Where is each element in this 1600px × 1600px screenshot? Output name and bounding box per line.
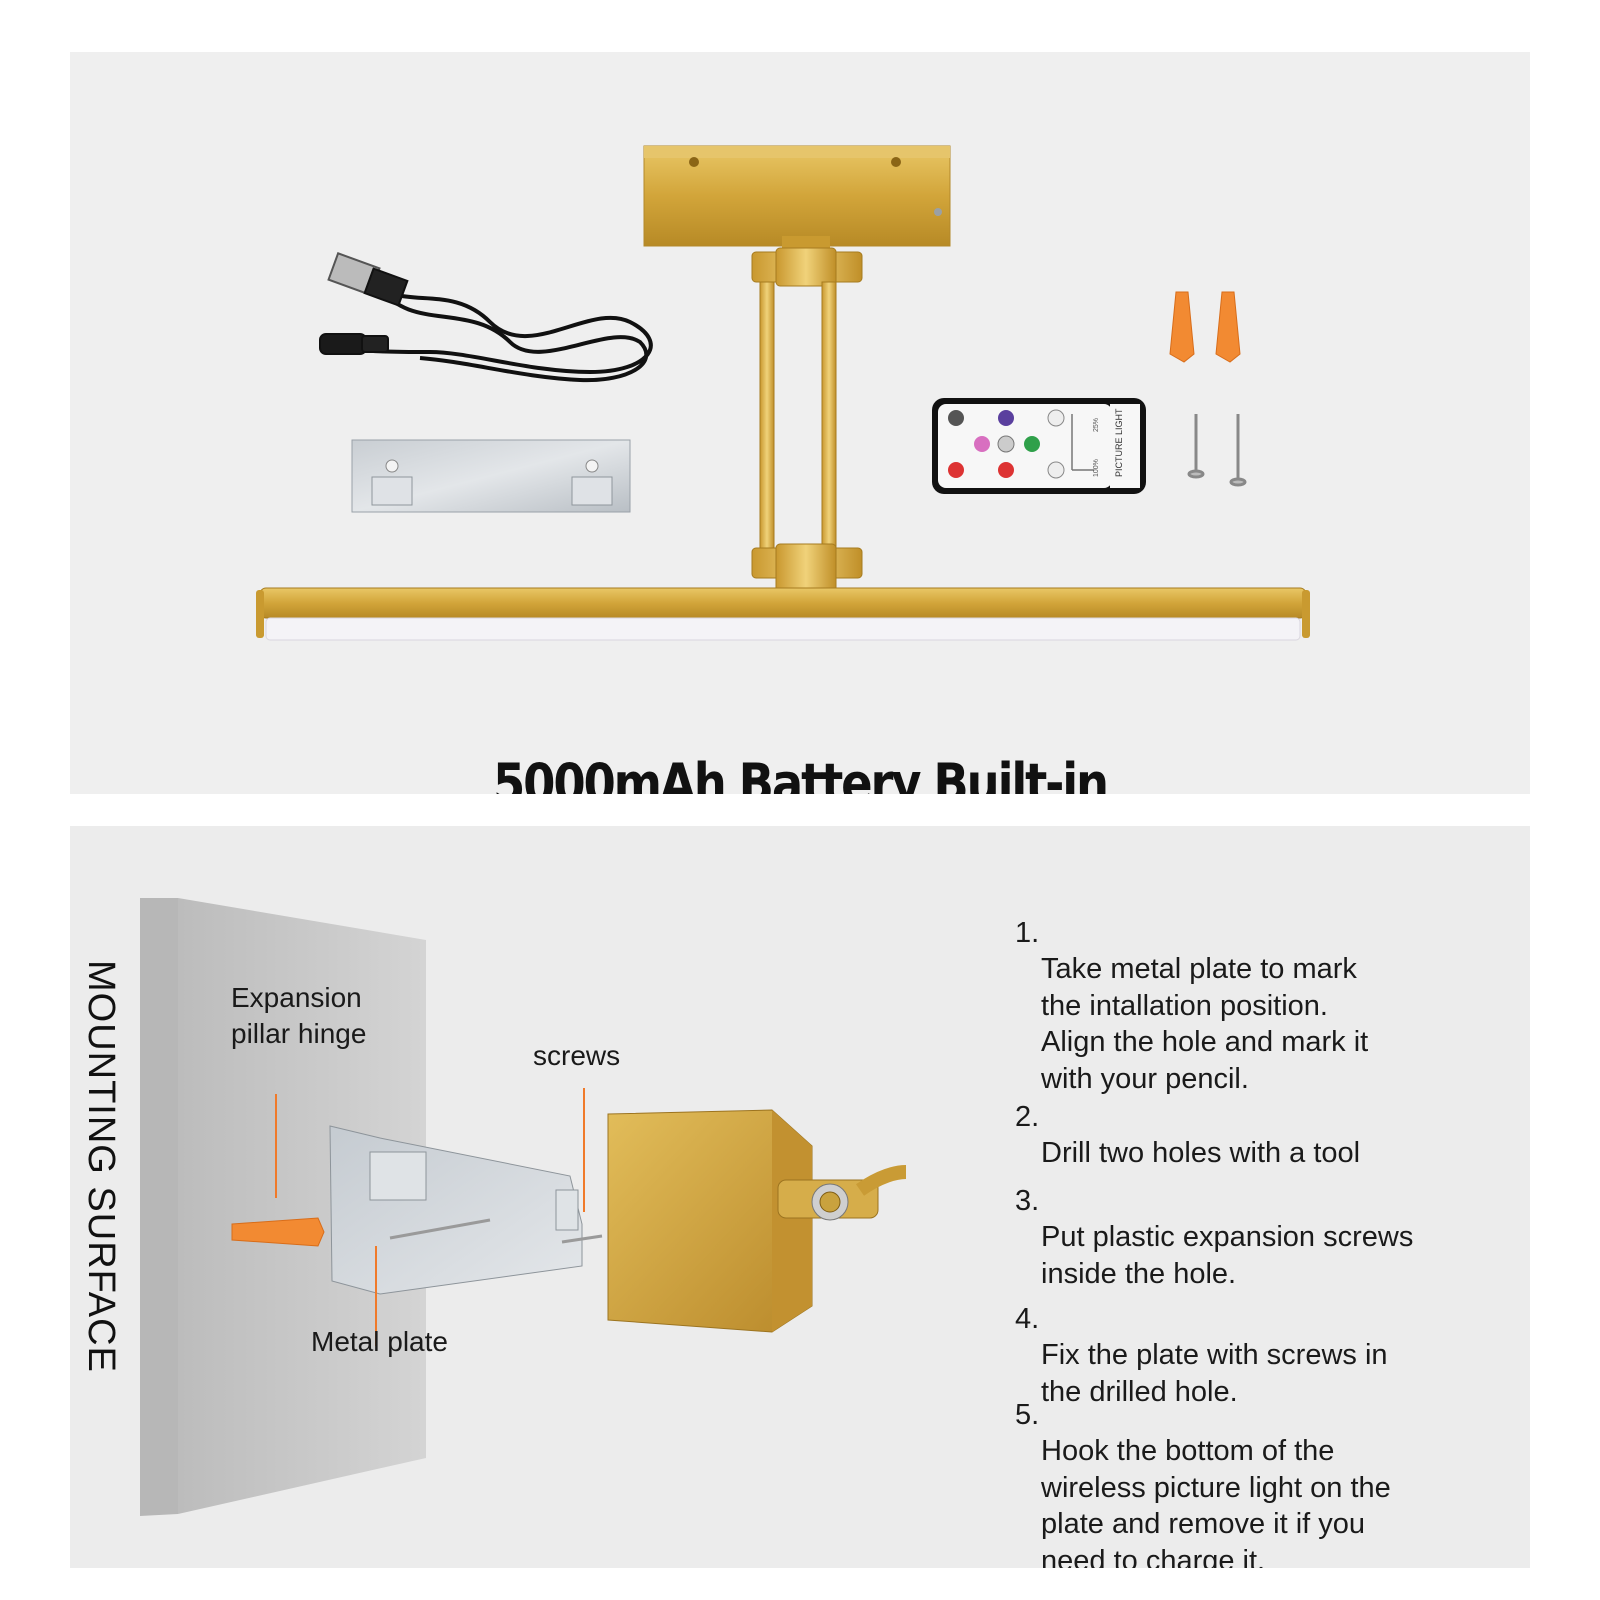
expansion-anchors (1169, 291, 1241, 363)
product-contents-panel: PICTURE LIGHT 25% 100% 5000mAh Battery B… (70, 52, 1530, 794)
remote-level-high: 25% (1093, 418, 1100, 432)
screws (1187, 414, 1247, 487)
installation-panel: MOUNTING SURFACE Expansion pillar hinge … (70, 826, 1530, 1568)
brass-wall-box (607, 1109, 907, 1333)
step-2-text: Drill two holes with a tool (1041, 1137, 1361, 1169)
step-3-text: Put plastic expansion screws inside the … (1041, 1221, 1414, 1290)
step-1: 1. Take metal plate to mark the intallat… (1015, 878, 1368, 1134)
step-3-number: 3. (1015, 1184, 1040, 1217)
step-4: 4. Fix the plate with screws in the dril… (1015, 1264, 1388, 1447)
screws-callout: screws (533, 1040, 621, 1071)
lamp-arms (751, 236, 863, 593)
battery-headline: 5000mAh Battery Built-in (493, 752, 1109, 794)
step-5-text: Hook the bottom of the wireless picture … (1041, 1435, 1391, 1568)
usb-cable (319, 252, 653, 383)
mounting-wall (140, 898, 426, 1516)
step-2-number: 2. (1015, 1100, 1040, 1133)
mounting-plate (351, 439, 631, 513)
step-1-number: 1. (1015, 916, 1040, 949)
light-bar (256, 587, 1310, 641)
wall-box (643, 145, 951, 247)
step-3: 3. Put plastic expansion screws inside t… (1015, 1146, 1413, 1329)
installation-illustration (140, 898, 907, 1516)
product-contents-illustration: PICTURE LIGHT 25% 100% (256, 145, 1310, 641)
installation-anchor (231, 1217, 325, 1247)
step-4-text: Fix the plate with screws in the drilled… (1041, 1339, 1388, 1408)
step-1-text: Take metal plate to mark the intallation… (1041, 953, 1369, 1095)
remote-label: PICTURE LIGHT (1114, 408, 1124, 477)
expansion-callout: Expansion pillar hinge (231, 982, 367, 1049)
installation-screws (389, 1218, 603, 1244)
remote-level-low: 100% (1093, 459, 1100, 477)
step-2: 2. Drill two holes with a tool (1015, 1062, 1360, 1208)
remote-control: PICTURE LIGHT 25% 100% (932, 398, 1146, 494)
callout-lines (275, 1088, 585, 1346)
metal-plate-callout: Metal plate (311, 1326, 448, 1357)
installation-metal-plate (329, 1125, 583, 1295)
step-5-number: 5. (1015, 1398, 1040, 1431)
step-4-number: 4. (1015, 1302, 1040, 1335)
step-5: 5. Hook the bottom of the wireless pictu… (1015, 1360, 1391, 1569)
mounting-surface-label: MOUNTING SURFACE (80, 960, 122, 1373)
